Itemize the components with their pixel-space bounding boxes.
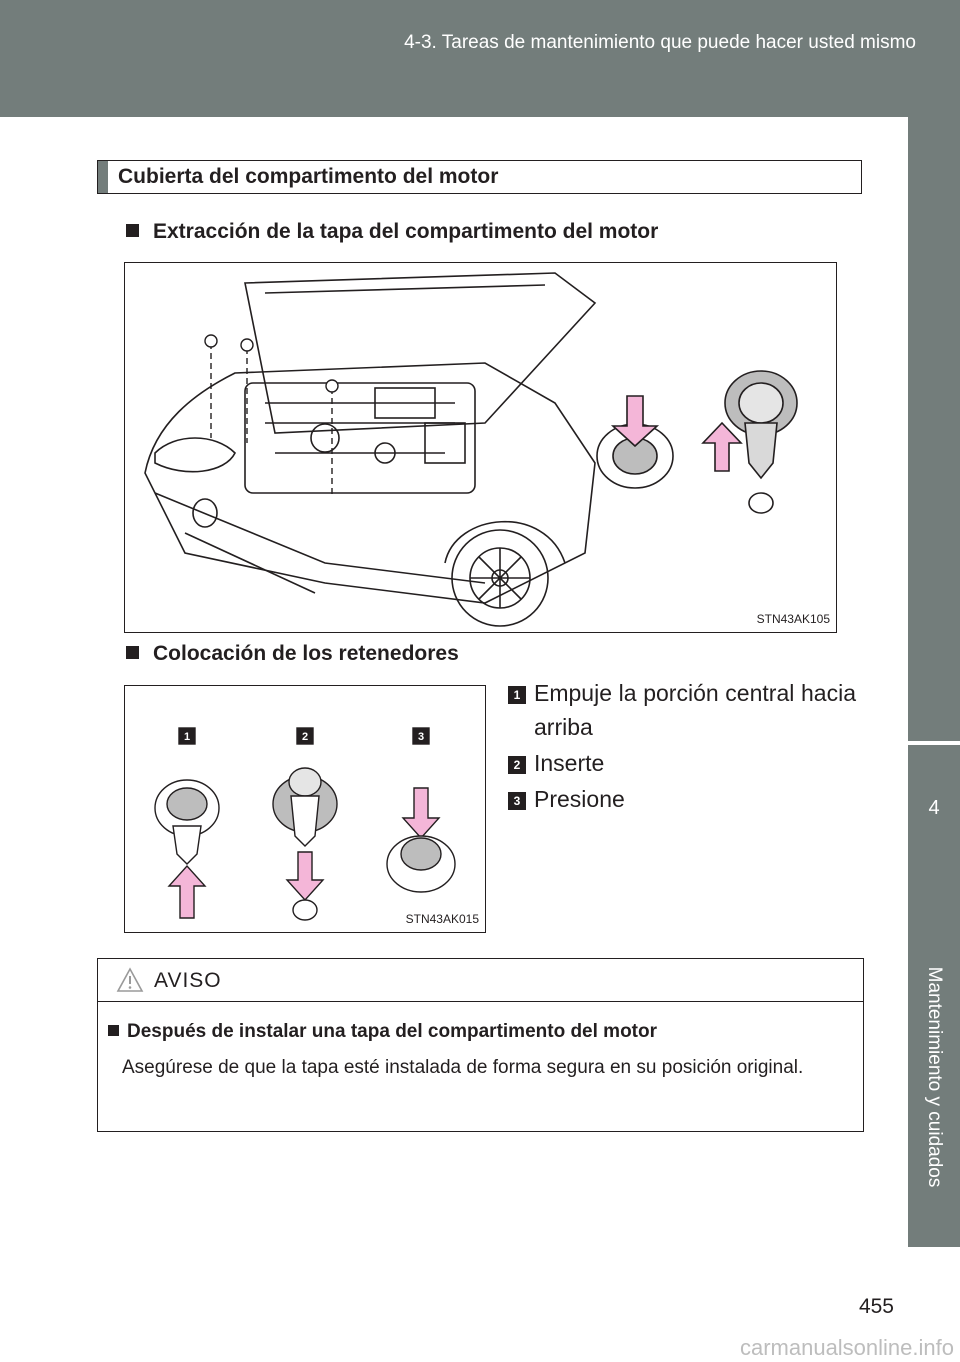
svg-text:1: 1 (184, 731, 190, 743)
step-number-badge: 1 (508, 686, 526, 704)
bullet-square-icon (126, 224, 139, 237)
section-title: Cubierta del compartimento del motor (118, 165, 499, 188)
svg-text:2: 2 (302, 731, 308, 743)
page-number: 455 (858, 1295, 894, 1318)
engine-bay-illustration (144, 272, 798, 627)
figure-code: STN43AK105 (756, 612, 830, 626)
chapter-side-tab[interactable]: 4 Mantenimiento y cuidados (908, 117, 960, 1247)
warning-body: Asegúrese de que la tapa esté instalada … (122, 1057, 804, 1078)
step-number-badge: 3 (508, 792, 526, 810)
retainer-steps-illustration: 1 2 3 (154, 727, 456, 921)
side-tab-lower (908, 745, 960, 1247)
step-item: 1 Empuje la porción central hacia arriba (508, 676, 856, 744)
chapter-number: 4 (928, 797, 940, 819)
retainer-install-figure: 1 2 3 STN43AK015 (124, 685, 486, 933)
warning-label: AVISO (154, 969, 222, 992)
warning-header: AVISO (98, 959, 863, 1002)
svg-text:3: 3 (418, 731, 424, 743)
watermark: carmanualsonline.info (739, 1335, 954, 1360)
warning-triangle-icon (116, 967, 144, 992)
engine-cover-removal-figure: STN43AK105 (124, 262, 837, 633)
bullet-square-icon (126, 646, 139, 659)
install-heading: Colocación de los retenedores (126, 642, 459, 666)
removal-heading-text: Extracción de la tapa del compartimento … (153, 220, 659, 243)
step-number-badge: 2 (508, 756, 526, 774)
warning-box: AVISO Después de instalar una tapa del c… (97, 958, 864, 1132)
figure-code: STN43AK015 (405, 912, 479, 926)
section-title-bar: Cubierta del compartimento del motor (97, 160, 862, 194)
breadcrumb: 4-3. Tareas de mantenimiento que puede h… (404, 32, 916, 53)
chapter-title: Mantenimiento y cuidados (924, 966, 945, 1188)
install-heading-text: Colocación de los retenedores (153, 642, 459, 665)
step-item: 2 Inserte (508, 746, 856, 780)
bullet-square-icon (108, 1025, 119, 1036)
section-accent (98, 161, 108, 193)
removal-heading: Extracción de la tapa del compartimento … (126, 220, 658, 244)
warning-subheading-text: Después de instalar una tapa del compart… (127, 1021, 658, 1042)
side-tab-divider (908, 741, 960, 745)
step-item: 3 Presione (508, 782, 856, 816)
install-steps: 1 Empuje la porción central hacia arriba… (508, 676, 856, 818)
step-text: Presione (534, 786, 625, 812)
step-text: Empuje la porción central hacia arriba (534, 680, 856, 740)
header-band: 4-3. Tareas de mantenimiento que puede h… (0, 0, 960, 117)
side-tab-upper (908, 117, 960, 745)
warning-subheading: Después de instalar una tapa del compart… (108, 1021, 657, 1043)
step-text: Inserte (534, 750, 605, 776)
